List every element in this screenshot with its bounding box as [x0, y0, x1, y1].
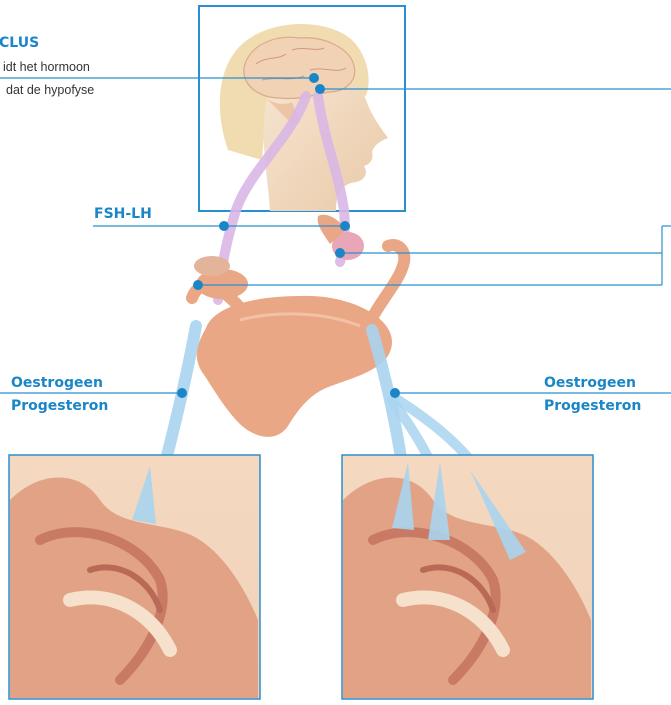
marker-dot-hypothalamus: [309, 73, 319, 83]
right-oestrogeen-label: Oestrogeen: [544, 374, 636, 393]
fsh-lh-label: FSH-LH: [94, 205, 152, 224]
marker-dot-fsh-right: [340, 221, 350, 231]
marker-dot-fsh-left: [219, 221, 229, 231]
left-progesteron-label: Progesteron: [11, 397, 108, 416]
marker-dot-pituitary: [315, 84, 325, 94]
marker-dot-hormone-right: [390, 388, 400, 398]
hypothalamus-title: CLUS: [0, 34, 39, 53]
marker-dot-ovary-right: [335, 248, 345, 258]
left-anatomy-panel: [9, 455, 260, 699]
right-anatomy-panel: [342, 455, 593, 699]
marker-dot-hormone-left: [177, 388, 187, 398]
uterus: [197, 296, 392, 437]
hypothalamus-text-line-1: idt het hormoon: [3, 59, 90, 76]
marker-dot-ovary-left: [193, 280, 203, 290]
hypothalamus-text-line-2: dat de hypofyse: [6, 82, 94, 99]
left-oestrogeen-label: Oestrogeen: [11, 374, 103, 393]
right-tube: [372, 245, 404, 318]
right-progesteron-label: Progesteron: [544, 397, 641, 416]
